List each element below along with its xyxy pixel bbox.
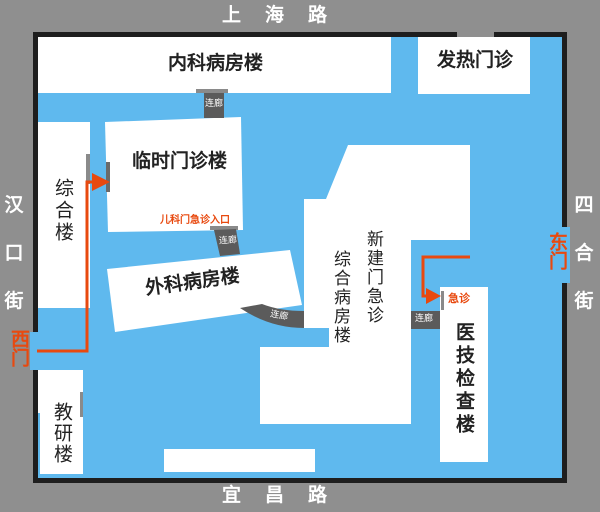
- corridor-cap: [196, 89, 228, 93]
- east-gate-opening: [556, 227, 570, 283]
- west-gate-opening: [30, 332, 40, 370]
- general-building-label: 综合楼: [52, 178, 74, 244]
- door: [441, 291, 444, 310]
- road-east: 四合街: [574, 194, 594, 312]
- fever-clinic-building: [418, 37, 530, 94]
- corridor-top: [204, 93, 224, 118]
- medical-tech-building: [440, 287, 488, 462]
- medical-tech-label: 医技检查楼: [453, 322, 475, 437]
- teaching-research-building: [38, 370, 83, 474]
- new-emergency-building: [260, 145, 470, 424]
- west-route-arrow-icon: [92, 173, 110, 191]
- new-emergency-label-left: 综合病房楼: [330, 250, 350, 345]
- east-gate-label[interactable]: 东门: [546, 232, 568, 270]
- corridor-label-middle: 连廊: [218, 235, 238, 247]
- road-west: 汉口街: [4, 194, 24, 312]
- road-south: 宜昌路: [222, 484, 352, 506]
- fever-clinic-label: 发热门诊: [437, 49, 514, 71]
- internal-medicine-label: 内科病房楼: [168, 52, 264, 74]
- door: [106, 162, 110, 192]
- road-north: 上海路: [222, 4, 352, 26]
- corridor-label-east: 连廊: [415, 314, 434, 324]
- north-gate: [457, 32, 494, 40]
- temporary-outpatient-label: 临时门诊楼: [132, 150, 228, 172]
- teaching-research-label: 教研楼: [51, 402, 73, 465]
- corridor-cap: [210, 226, 238, 230]
- east-route-line: [421, 255, 470, 298]
- corridor-curved: [240, 304, 304, 328]
- corridor-middle: [214, 229, 240, 256]
- new-emergency-label-right: 新建门急诊: [363, 230, 383, 325]
- west-gate-label[interactable]: 西门: [8, 329, 30, 367]
- east-route-arrow-icon: [426, 288, 441, 304]
- corridor-east: [411, 311, 440, 329]
- south-building: [164, 449, 315, 472]
- door: [80, 392, 83, 417]
- internal-medicine-building: [38, 37, 391, 93]
- door: [86, 154, 90, 184]
- corridor-label-top: 连廊: [205, 99, 224, 109]
- general-building: [38, 122, 90, 308]
- emergency-label: 急诊: [448, 292, 470, 305]
- pediatric-entrance-label: 儿科门急诊入口: [160, 215, 230, 226]
- temporary-outpatient-building: [105, 117, 243, 232]
- west-route-line: [37, 180, 96, 353]
